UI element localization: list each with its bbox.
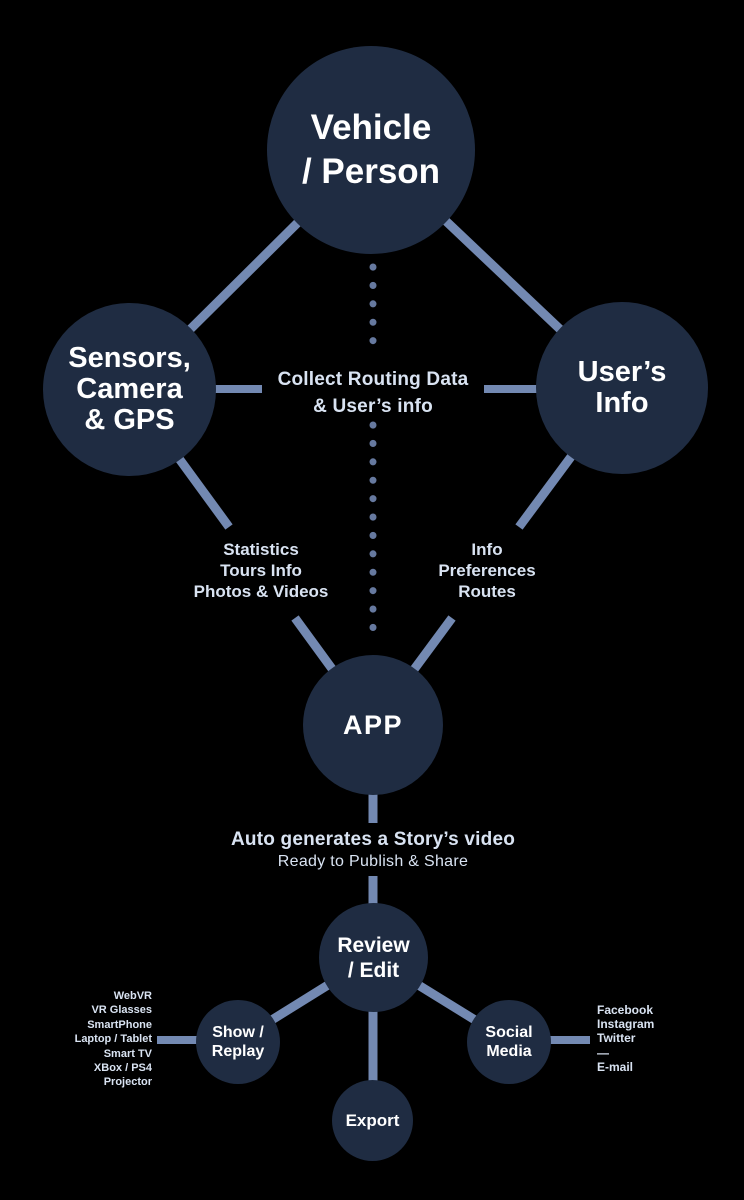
ready-to-publish-label: Ready to Publish & Share — [277, 853, 469, 870]
node-users-info-label: User’s Info — [577, 356, 667, 419]
list-item: WebVR — [113, 990, 152, 1002]
node-show-replay-label: Show / Replay — [211, 1024, 265, 1060]
list-item: Twitter — [597, 1031, 636, 1046]
list-item: Facebook — [597, 1003, 654, 1017]
node-review-edit-label: Review / Edit — [337, 933, 410, 982]
list-item: Statistics — [223, 540, 299, 559]
node-sensors-camera-gps: Sensors, Camera & GPS — [43, 303, 216, 476]
list-item: Photos & Videos — [193, 582, 329, 601]
list-item: — — [597, 1045, 609, 1060]
list-item: E-mail — [597, 1059, 634, 1074]
node-sensors-camera-gps-label: Sensors, Camera & GPS — [68, 342, 191, 436]
list-item: Preferences — [438, 561, 536, 580]
list-item: Laptop / Tablet — [74, 1033, 152, 1046]
node-vehicle-person: Vehicle / Person — [267, 46, 475, 254]
list-item: Routes — [458, 582, 516, 601]
node-export-label: Export — [345, 1110, 400, 1130]
list-item: VR Glasses — [91, 1004, 152, 1017]
list-item: Tours Info — [220, 561, 302, 580]
list-item: Info — [471, 540, 503, 559]
list-item: XBox / PS4 — [93, 1062, 152, 1075]
node-vehicle-person-label: Vehicle / Person — [301, 108, 441, 191]
node-show-replay: Show / Replay — [196, 1000, 280, 1084]
node-social-media-label: Social Media — [485, 1024, 533, 1060]
collect-routing-label: Collect Routing Data & User’s info — [277, 369, 469, 417]
list-item: Smart TV — [103, 1047, 152, 1060]
auto-generates-label: Auto generates a Story’s video — [230, 829, 516, 850]
node-users-info: User’s Info — [536, 302, 708, 474]
node-social-media: Social Media — [467, 1000, 551, 1084]
list-item: Instagram — [597, 1017, 655, 1032]
node-export: Export — [332, 1080, 413, 1161]
node-app: APP — [303, 655, 443, 795]
list-item: SmartPhone — [87, 1018, 152, 1031]
node-app-label: APP — [342, 709, 404, 740]
list-item: Projector — [103, 1076, 152, 1089]
node-review-edit: Review / Edit — [319, 903, 428, 1012]
